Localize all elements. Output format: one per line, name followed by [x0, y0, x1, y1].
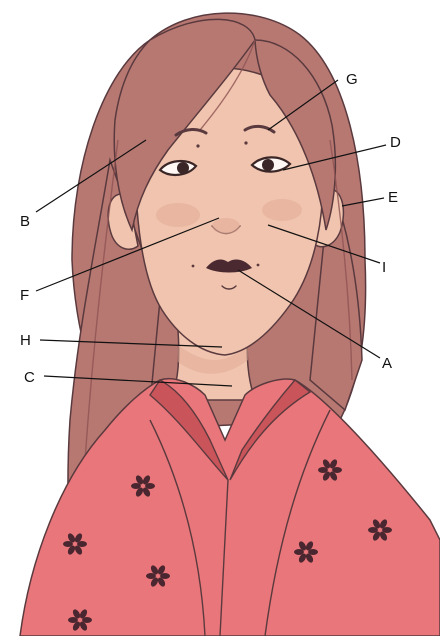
label-f: F — [20, 287, 29, 304]
label-d: D — [390, 134, 401, 151]
left-iris — [177, 162, 189, 174]
left-brow-dot — [196, 144, 199, 147]
right-cheek-blush — [262, 199, 302, 221]
label-g: G — [346, 71, 358, 88]
flower-center — [378, 528, 382, 532]
label-h: H — [20, 332, 31, 349]
label-i: I — [382, 259, 386, 276]
label-c: C — [24, 369, 35, 386]
right-brow-dot — [244, 141, 247, 144]
mouth-dot-left — [192, 265, 195, 268]
right-iris — [262, 159, 274, 171]
flower-center — [141, 484, 145, 488]
flower-center — [78, 618, 82, 622]
flower-center — [156, 574, 160, 578]
nose-tip-shade — [212, 218, 240, 234]
label-a: A — [382, 355, 392, 372]
flower-center — [328, 468, 332, 472]
flower-center — [304, 550, 308, 554]
flower-center — [73, 542, 77, 546]
left-cheek-blush — [156, 203, 200, 227]
label-b: B — [20, 213, 30, 230]
label-e: E — [388, 189, 398, 206]
mouth-dot-right — [257, 264, 260, 267]
